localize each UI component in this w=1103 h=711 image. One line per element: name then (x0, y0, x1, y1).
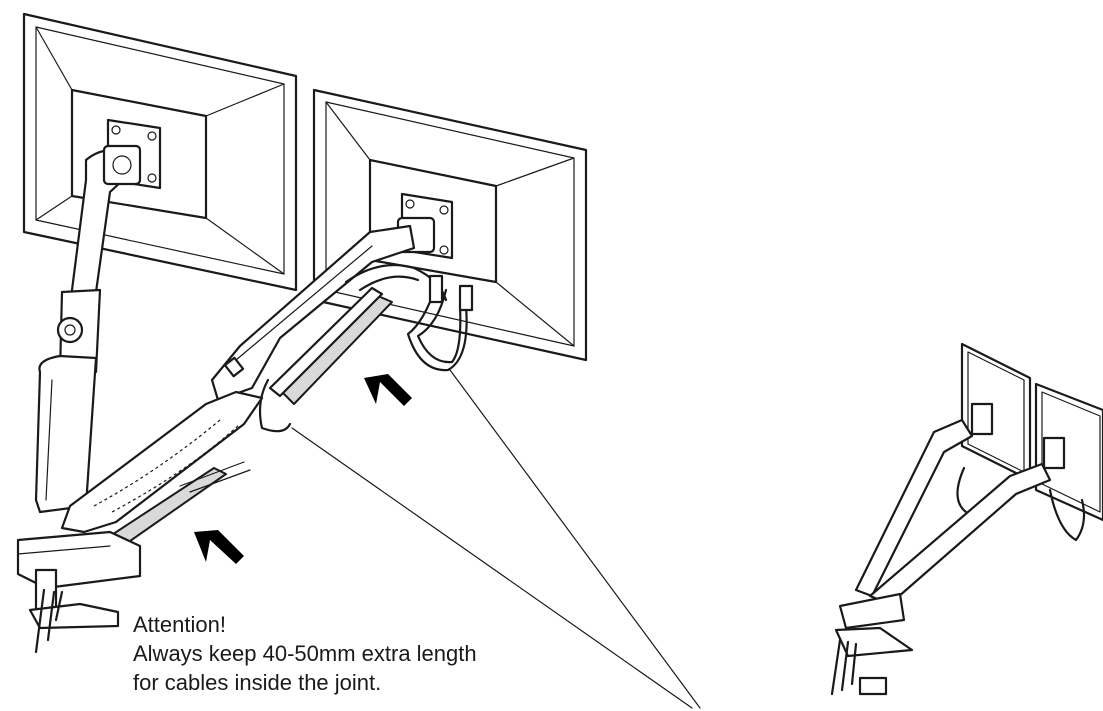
left-monitor-icon (22, 12, 298, 292)
callout-lines (291, 369, 701, 709)
attention-note: Attention! Always keep 40-50mm extra len… (133, 610, 477, 697)
right-monitor-icon (312, 88, 588, 362)
assembled-thumbnail (830, 342, 1103, 696)
attention-heading: Attention! (133, 612, 226, 637)
cable-icon (258, 264, 474, 433)
desk-clamp (16, 530, 142, 654)
right-upper-arm (210, 224, 416, 405)
attention-line-2: for cables inside the joint. (133, 670, 382, 695)
attention-line-1: Always keep 40-50mm extra length (133, 641, 477, 666)
direction-arrow-icon (194, 374, 412, 564)
left-upper-arm (34, 144, 142, 514)
